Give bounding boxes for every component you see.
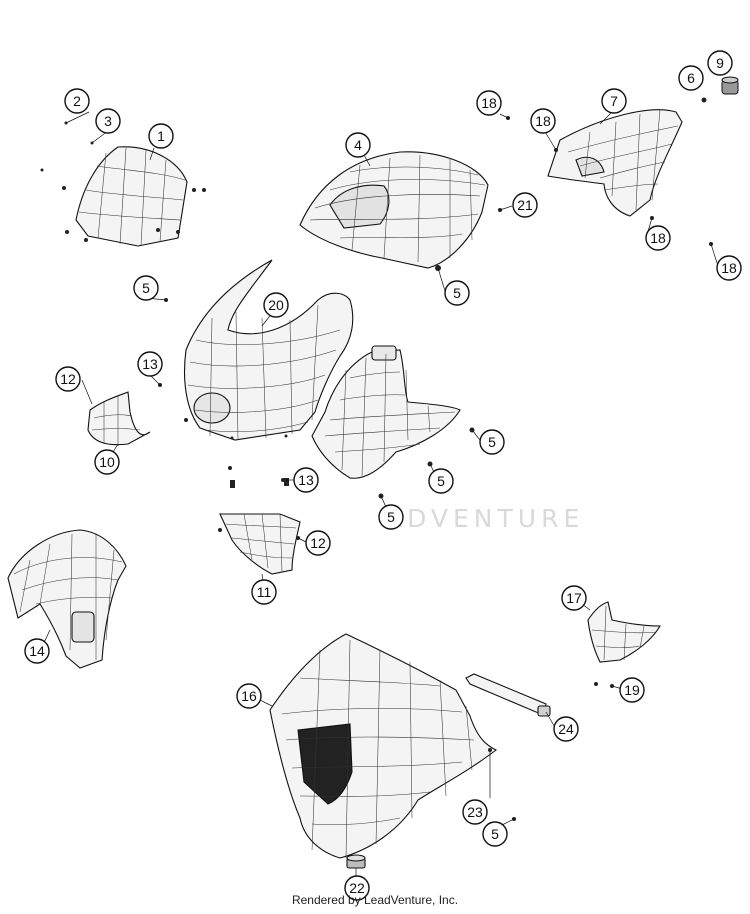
callout-24: 24 bbox=[553, 716, 579, 742]
callout-5-fairing-top: 5 bbox=[133, 275, 159, 301]
svg-text:5: 5 bbox=[491, 826, 499, 842]
svg-text:5: 5 bbox=[437, 473, 445, 489]
svg-text:1: 1 bbox=[157, 128, 165, 144]
part-side-panel-right[interactable] bbox=[311, 345, 461, 479]
svg-text:4: 4 bbox=[354, 137, 362, 153]
callout-18: 19 bbox=[619, 677, 645, 703]
callout-5-side-b: 5 bbox=[428, 468, 454, 494]
callout-19: 22 bbox=[344, 875, 370, 901]
callout-3: 3 bbox=[95, 108, 121, 134]
callout-16: 16 bbox=[236, 683, 262, 709]
callout-22-b: 18 bbox=[530, 108, 556, 134]
callout-5-belly: 5 bbox=[482, 821, 508, 847]
callout-22-a: 18 bbox=[476, 90, 502, 116]
svg-text:22: 22 bbox=[349, 880, 365, 896]
svg-text:14: 14 bbox=[29, 643, 45, 659]
part-side-cover-left[interactable] bbox=[87, 391, 151, 446]
callout-10: 10 bbox=[94, 449, 120, 475]
part-windshield[interactable] bbox=[75, 146, 188, 247]
part-front-fender[interactable] bbox=[7, 529, 127, 669]
callout-1: 1 bbox=[148, 123, 174, 149]
callout-11: 11 bbox=[251, 579, 277, 605]
callout-12-left: 12 bbox=[55, 366, 81, 392]
svg-text:9: 9 bbox=[716, 55, 724, 71]
svg-text:2: 2 bbox=[73, 93, 81, 109]
part-tail-section[interactable] bbox=[547, 109, 683, 217]
part-front-fairing[interactable] bbox=[184, 259, 354, 441]
svg-text:19: 19 bbox=[624, 682, 640, 698]
callout-14: 14 bbox=[24, 638, 50, 664]
svg-text:16: 16 bbox=[241, 688, 257, 704]
callout-21: 21 bbox=[512, 192, 538, 218]
svg-text:13: 13 bbox=[298, 472, 314, 488]
callout-6: 6 bbox=[678, 65, 704, 91]
svg-text:11: 11 bbox=[257, 584, 272, 600]
callout-2: 2 bbox=[64, 88, 90, 114]
part-cap[interactable] bbox=[346, 854, 366, 869]
svg-text:10: 10 bbox=[99, 454, 115, 470]
svg-text:6: 6 bbox=[687, 70, 695, 86]
callout-12-right: 12 bbox=[305, 530, 331, 556]
svg-text:5: 5 bbox=[387, 509, 395, 525]
footer-credit: Rendered by LeadVenture, Inc. bbox=[291, 893, 459, 907]
svg-text:18: 18 bbox=[650, 230, 666, 246]
svg-text:7: 7 bbox=[610, 93, 618, 109]
svg-text:13: 13 bbox=[142, 356, 158, 372]
callout-17: 17 bbox=[561, 585, 587, 611]
svg-text:12: 12 bbox=[310, 535, 326, 551]
callout-7: 7 bbox=[601, 88, 627, 114]
callout-22-c: 18 bbox=[645, 225, 671, 251]
callout-5-side-c: 5 bbox=[378, 504, 404, 530]
fasteners-belly-pan bbox=[488, 748, 516, 821]
svg-text:18: 18 bbox=[481, 95, 497, 111]
callout-22-d: 18 bbox=[716, 255, 742, 281]
callout-20: 20 bbox=[263, 292, 289, 318]
part-bracket[interactable] bbox=[465, 673, 551, 717]
callout-13-top: 13 bbox=[137, 351, 163, 377]
part-cap-6-9[interactable] bbox=[701, 76, 739, 103]
svg-text:20: 20 bbox=[268, 297, 284, 313]
part-belly-pan[interactable] bbox=[269, 633, 498, 859]
svg-text:12: 12 bbox=[60, 371, 76, 387]
callout-13-bottom: 13 bbox=[293, 467, 319, 493]
svg-text:21: 21 bbox=[517, 197, 533, 213]
svg-text:5: 5 bbox=[142, 280, 150, 296]
svg-text:5: 5 bbox=[488, 434, 496, 450]
svg-text:17: 17 bbox=[566, 590, 582, 606]
part-tank-cover[interactable] bbox=[299, 151, 489, 269]
svg-text:23: 23 bbox=[467, 804, 483, 820]
callout-5-side-a: 5 bbox=[479, 429, 505, 455]
svg-text:18: 18 bbox=[721, 260, 737, 276]
svg-text:24: 24 bbox=[558, 721, 574, 737]
callout-9: 9 bbox=[707, 50, 733, 76]
watermark-text: ADVENTURE bbox=[385, 504, 584, 533]
callout-4: 4 bbox=[345, 132, 371, 158]
callout-5-tank: 5 bbox=[444, 280, 470, 306]
watermark: ADVENTURE bbox=[385, 504, 584, 533]
svg-text:18: 18 bbox=[535, 113, 551, 129]
part-rear-mudguard[interactable] bbox=[587, 601, 661, 663]
svg-text:5: 5 bbox=[453, 285, 461, 301]
callout-23: 23 bbox=[462, 799, 488, 825]
fasteners-mudguard bbox=[594, 682, 614, 688]
part-lower-mount-panel[interactable] bbox=[219, 513, 301, 575]
svg-text:3: 3 bbox=[104, 113, 112, 129]
fasteners-lower-mount bbox=[218, 478, 300, 540]
